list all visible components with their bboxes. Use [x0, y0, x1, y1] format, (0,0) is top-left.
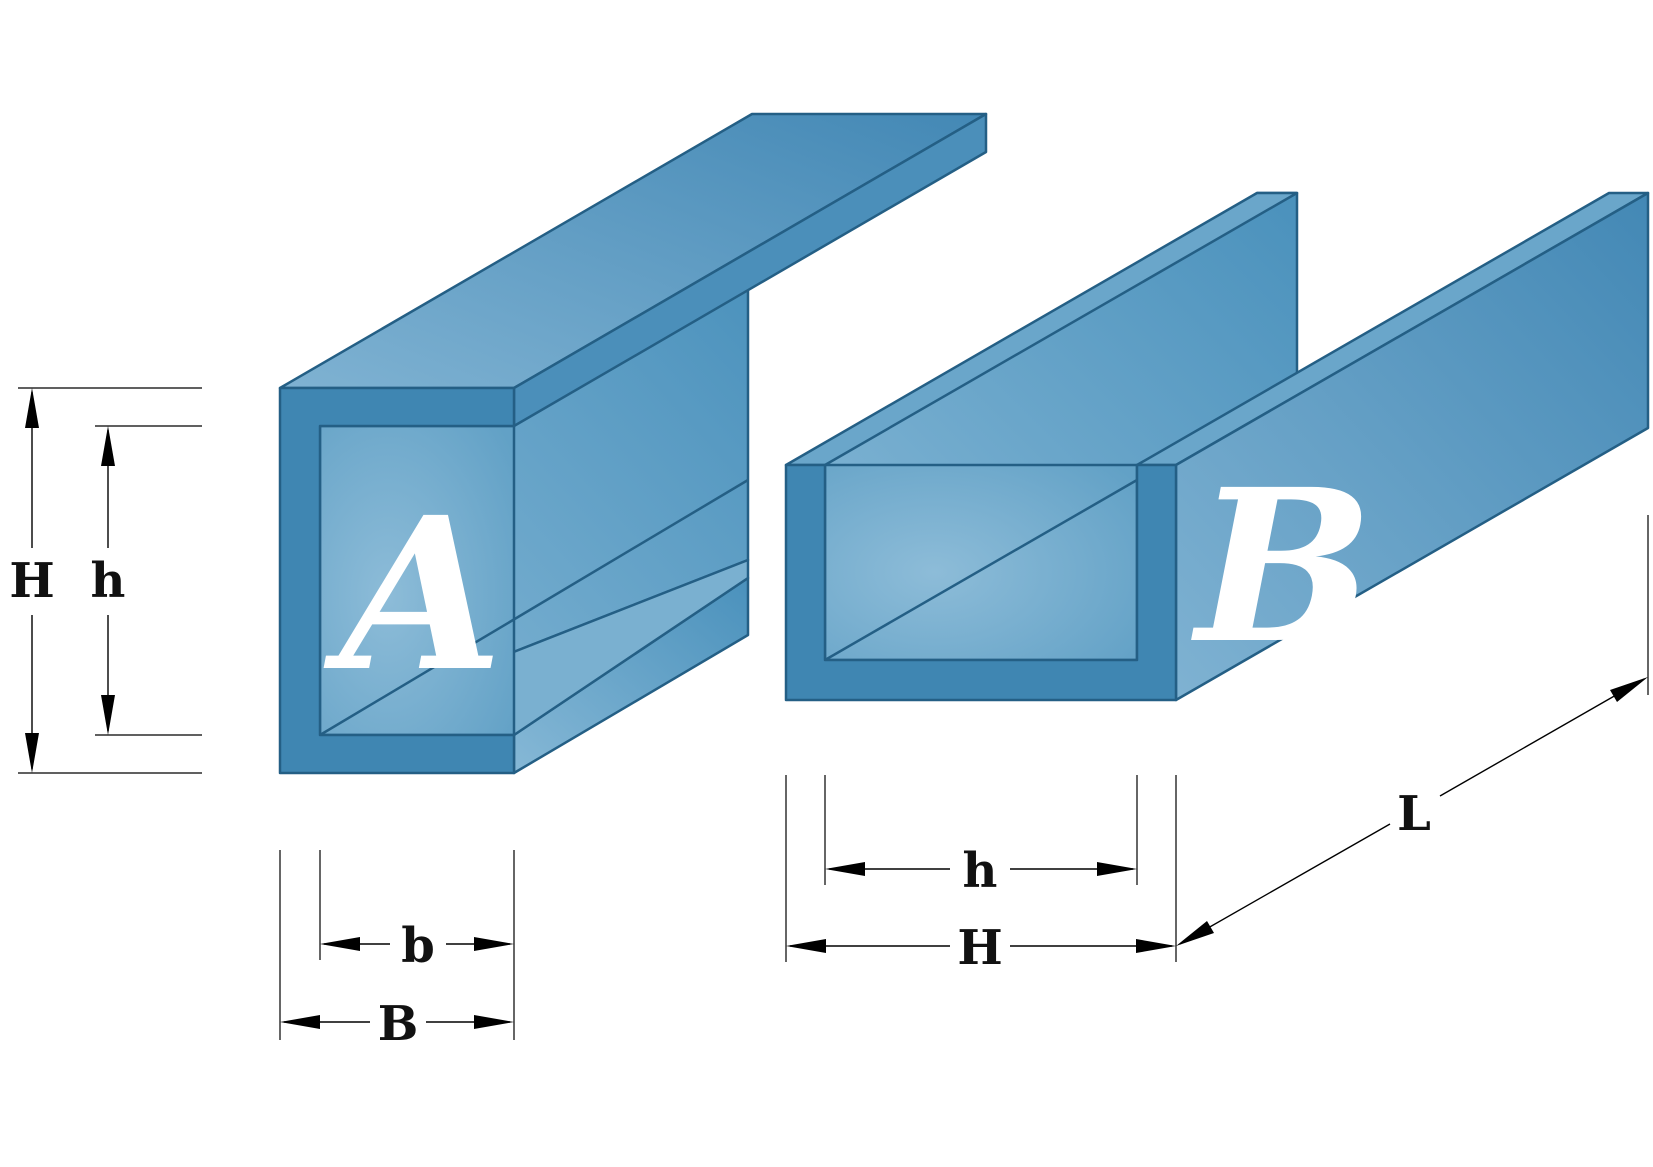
dim-a-vertical: H h: [9, 387, 202, 774]
dim-b-H-arrow-right: [1136, 939, 1176, 953]
dim-a-H-label: H: [9, 553, 54, 609]
dim-b-h-arrow-left: [825, 862, 865, 876]
dim-a-B-arrow-right: [474, 1015, 514, 1029]
dim-a-h-arrow-down: [101, 695, 115, 735]
dim-L-arrow-lower: [1176, 921, 1214, 946]
dim-b-horizontal: h H: [785, 775, 1177, 976]
dim-a-b-label: b: [401, 918, 435, 974]
profile-b-inner-edge: [824, 478, 1138, 662]
dim-a-b-arrow-right: [474, 937, 514, 951]
profile-b: B: [784, 191, 1650, 702]
dim-b-h-arrow-right: [1097, 862, 1137, 876]
dim-L-line-upper: [1439, 678, 1645, 797]
profile-a: A: [278, 112, 988, 775]
dim-a-b-arrow-left: [320, 937, 360, 951]
profile-a-cross-section: [278, 386, 516, 775]
dim-a-B-arrow-left: [280, 1015, 320, 1029]
profile-b-inner-area: [823, 463, 1139, 662]
dim-a-h-label: h: [91, 553, 126, 609]
dim-L-line-lower: [1179, 823, 1391, 945]
dim-b-h-label: h: [963, 843, 998, 899]
profile-a-letter: A: [323, 471, 503, 718]
profile-a-inner-edge: [319, 478, 749, 737]
dim-a-h-arrow-up: [101, 426, 115, 466]
dim-L-label: L: [1397, 786, 1431, 842]
dim-a-horizontal: b B: [279, 850, 515, 1052]
dim-b-H-label: H: [957, 920, 1002, 976]
dim-a-B-label: B: [378, 996, 419, 1052]
profile-b-letter: B: [1191, 443, 1374, 690]
dim-b-length: L: [1176, 515, 1649, 946]
dim-b-H-arrow-left: [786, 939, 826, 953]
dim-L-arrow-upper: [1610, 677, 1648, 702]
profile-b-cross-section: [784, 463, 1178, 702]
dim-a-H-arrow-down: [25, 733, 39, 773]
dim-a-H-arrow-up: [25, 388, 39, 428]
